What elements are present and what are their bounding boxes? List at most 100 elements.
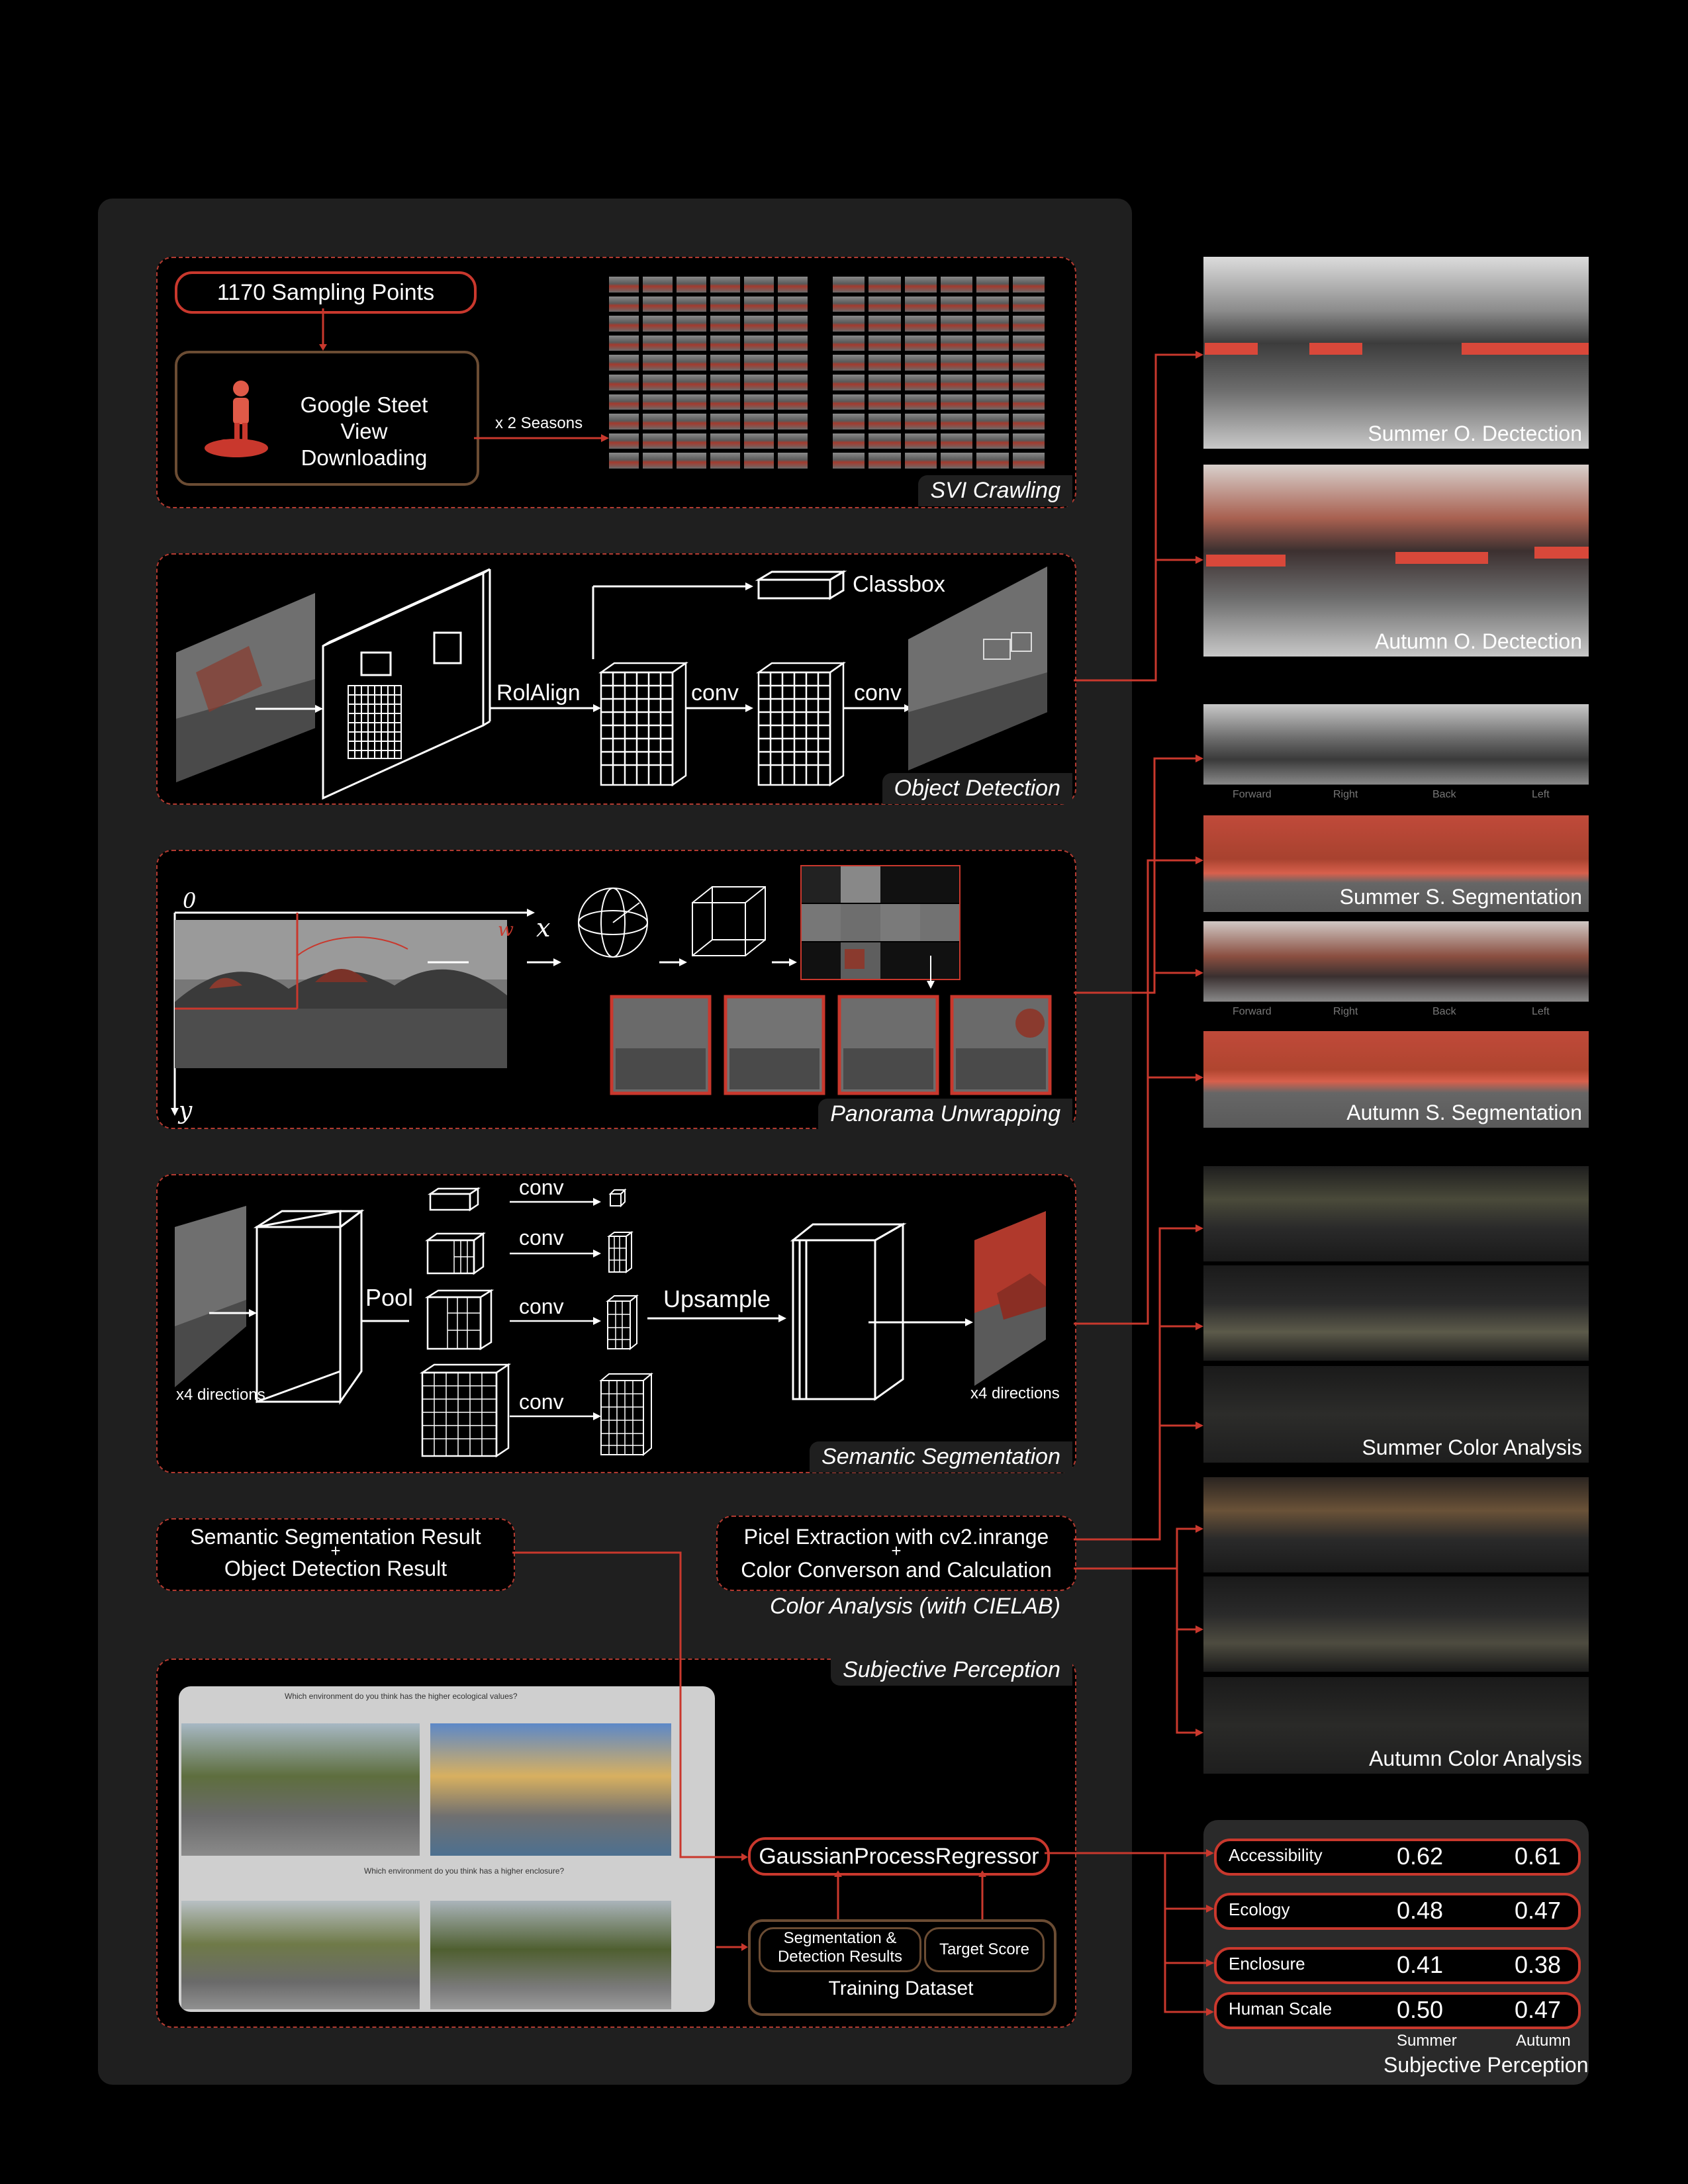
survey-image-2a — [181, 1901, 420, 2009]
summer-detection-caption: Summer O. Dectection — [1368, 422, 1582, 445]
score-name: Ecology — [1229, 1899, 1290, 1919]
roialign-label: RolAlign — [496, 680, 581, 705]
download-label: Google Steet View Downloading — [300, 392, 428, 470]
score-summer: 0.48 — [1397, 1897, 1444, 1924]
score-autumn: 0.47 — [1515, 1996, 1562, 2023]
score-summer: 0.50 — [1397, 1996, 1444, 2023]
det-box-3 — [1462, 343, 1589, 355]
results-line1: Semantic Segmentation Result — [190, 1525, 481, 1549]
autumn-color-caption: Autumn Color Analysis — [1369, 1747, 1582, 1770]
conv-label-2: conv — [854, 680, 902, 705]
object-detection-diagram — [176, 567, 1047, 800]
score-autumn: 0.38 — [1515, 1951, 1562, 1978]
summer-dir-forward: Forward — [1233, 789, 1272, 800]
autumn-dir-back: Back — [1432, 1006, 1456, 1017]
conv-label-1: conv — [691, 680, 739, 705]
autumn-detection-image: Autumn O. Dectection — [1203, 465, 1589, 657]
directions-left-label: x4 directions — [176, 1386, 265, 1404]
gaussian-regressor-pill: GaussianProcessRegressor — [748, 1837, 1050, 1876]
autumn-directions-image: Forward Right Back Left — [1203, 921, 1589, 1022]
survey-image-1b — [430, 1723, 671, 1856]
summer-color-plant: Summer Color Analysis — [1203, 1366, 1589, 1463]
summer-segmentation-image: Summer S. Segmentation — [1203, 815, 1589, 912]
y-axis-label: y — [179, 1097, 193, 1124]
det-box-2 — [1309, 343, 1362, 355]
person-pin-icon — [205, 381, 268, 457]
color-line1: Picel Extraction with cv2.inrange — [743, 1525, 1049, 1549]
score-row-enclosure: Enclosure 0.41 0.38 — [1214, 1947, 1581, 1984]
score-row-ecology: Ecology 0.48 0.47 — [1214, 1893, 1581, 1930]
survey-screenshot: Which environment do you think has the h… — [179, 1686, 715, 2012]
download-box — [175, 351, 479, 486]
summer-dir-back: Back — [1432, 789, 1456, 800]
score-row-human-scale: Human Scale 0.50 0.47 — [1214, 1992, 1581, 2029]
summer-column-label: Summer — [1397, 2032, 1457, 2050]
autumn-detection-caption: Autumn O. Dectection — [1374, 629, 1582, 653]
color-plus: + — [891, 1541, 902, 1561]
summer-dir-right: Right — [1333, 789, 1358, 800]
score-name: Enclosure — [1229, 1954, 1305, 1974]
object-detection-label: Object Detection — [882, 773, 1072, 804]
pool-label: Pool — [365, 1284, 414, 1311]
autumn-color-plant: Autumn Color Analysis — [1203, 1677, 1589, 1774]
summer-dir-left: Left — [1532, 789, 1550, 800]
panorama-diagram — [171, 865, 1052, 1116]
survey-question-1: Which environment do you think has the h… — [285, 1692, 518, 1701]
summer-color-tree — [1203, 1166, 1589, 1261]
det-box-4 — [1206, 555, 1286, 567]
semantic-diagram — [175, 1187, 1046, 1458]
color-line2: Color Converson and Calculation — [741, 1558, 1052, 1582]
summer-segmentation-caption: Summer S. Segmentation — [1339, 885, 1582, 909]
svi-thumbnails-autumn — [833, 277, 1045, 469]
color-analysis-box — [716, 1516, 1076, 1591]
training-dataset-label: Training Dataset — [828, 1978, 974, 1999]
svi-thumbnails-summer — [609, 277, 808, 469]
det-box-6 — [1534, 547, 1589, 559]
origin-label: 0 — [183, 888, 197, 913]
score-summer: 0.41 — [1397, 1951, 1444, 1978]
classbox-label: Classbox — [853, 572, 945, 597]
training-dataset-box — [748, 1919, 1056, 2016]
survey-question-2: Which environment do you think has a hig… — [364, 1866, 565, 1876]
x-axis-label: x — [536, 913, 551, 942]
score-autumn: 0.47 — [1515, 1897, 1562, 1924]
seasons-label: x 2 Seasons — [495, 414, 583, 432]
w-mark-label: w — [498, 919, 514, 940]
summer-directions-image: Forward Right Back Left — [1203, 704, 1589, 805]
score-name: Human Scale — [1229, 1999, 1333, 2019]
autumn-segmentation-caption: Autumn S. Segmentation — [1346, 1101, 1582, 1124]
upsample-label: Upsample — [663, 1285, 771, 1312]
score-summer: 0.62 — [1397, 1843, 1444, 1870]
color-analysis-label: Color Analysis (with CIELAB) — [758, 1591, 1072, 1622]
semantic-section — [156, 1174, 1076, 1473]
subjective-label: Subjective Perception — [831, 1655, 1072, 1686]
panorama-label: Panorama Unwrapping — [818, 1099, 1072, 1130]
det-box-5 — [1395, 552, 1488, 564]
semantic-label: Semantic Segmentation — [810, 1441, 1072, 1473]
target-score-label: Target Score — [924, 1927, 1045, 1972]
survey-image-1a — [181, 1723, 420, 1856]
conv-label-d: conv — [519, 1390, 564, 1414]
autumn-color-grass — [1203, 1576, 1589, 1672]
perception-scores-panel: Accessibility 0.62 0.61 Ecology 0.48 0.4… — [1203, 1820, 1589, 2085]
results-box — [156, 1518, 515, 1591]
summer-detection-image: Summer O. Dectection — [1203, 257, 1589, 449]
autumn-dir-right: Right — [1333, 1006, 1358, 1017]
summer-color-caption: Summer Color Analysis — [1362, 1435, 1582, 1459]
score-autumn: 0.61 — [1515, 1843, 1562, 1870]
det-box-1 — [1205, 343, 1258, 355]
score-name: Accessibility — [1229, 1845, 1323, 1865]
summer-color-grass — [1203, 1265, 1589, 1361]
autumn-column-label: Autumn — [1516, 2032, 1571, 2050]
score-row-accessibility: Accessibility 0.62 0.61 — [1214, 1839, 1581, 1876]
perception-title: Subjective Perception — [1383, 2053, 1589, 2077]
results-plus: + — [330, 1541, 341, 1561]
svi-crawling-label: SVI Crawling — [918, 475, 1072, 506]
autumn-dir-left: Left — [1532, 1006, 1550, 1017]
seg-det-label: Segmentation & Detection Results — [759, 1927, 921, 1972]
directions-right-label: x4 directions — [970, 1385, 1060, 1402]
autumn-dir-forward: Forward — [1233, 1006, 1272, 1017]
autumn-segmentation-image: Autumn S. Segmentation — [1203, 1031, 1589, 1128]
survey-image-2b — [430, 1901, 671, 2009]
